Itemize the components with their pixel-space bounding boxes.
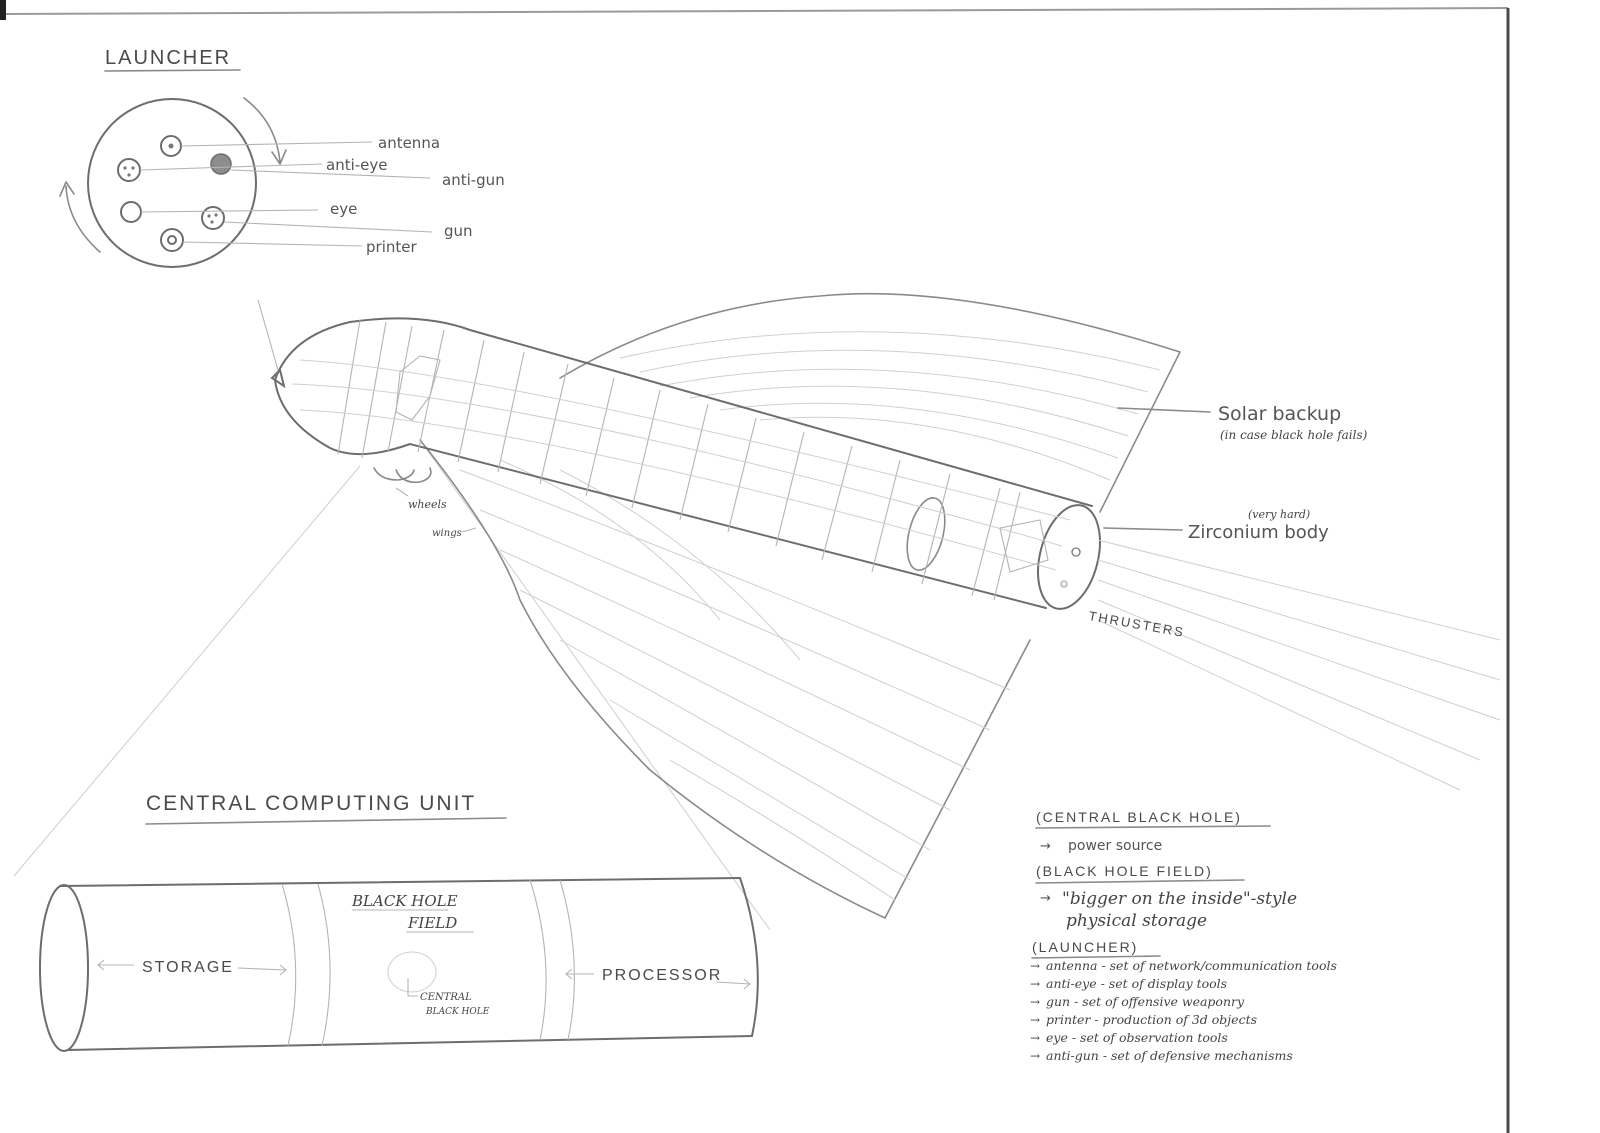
launcher-title: LAUNCHER — [105, 47, 231, 69]
legend-central-black-hole-desc: power source — [1068, 838, 1162, 854]
label-zirconium-body: Zirconium body — [1188, 522, 1329, 543]
solar-backup-leader — [1117, 407, 1211, 413]
label-wings: wings — [432, 528, 462, 539]
legend-launcher-heading: (LAUNCHER) — [1032, 939, 1138, 955]
label-printer: printer — [366, 238, 417, 256]
svg-text:→: → — [1030, 995, 1040, 1009]
label-solar-backup: Solar backup — [1218, 403, 1341, 425]
legend-launcher-item: eye - set of observation tools — [1046, 1030, 1228, 1045]
rotate-arrowhead-cw — [271, 149, 287, 165]
ccu-title-underline — [145, 817, 507, 825]
lower-wing — [419, 439, 1031, 919]
legend-launcher-item: printer - production of 3d objects — [1046, 1012, 1257, 1027]
legend-launcher-item: antenna - set of network/communication t… — [1046, 958, 1337, 973]
fuselage-bottom — [274, 379, 1047, 609]
gun-port — [201, 206, 225, 230]
legend-launcher-list: → antenna - set of network/communication… — [1030, 958, 1337, 1063]
rotate-arrow-cw — [243, 97, 281, 163]
cylinder-top — [59, 877, 741, 887]
legend-notes: (CENTRAL BLACK HOLE) → power source (BLA… — [1030, 809, 1337, 1063]
anti-gun-port — [210, 153, 232, 175]
svg-text:→: → — [1030, 1031, 1040, 1045]
cylinder-bottom — [67, 1035, 753, 1051]
label-antenna: antenna — [378, 134, 440, 152]
cockpit-block — [395, 355, 441, 421]
lower-wing-hatching — [459, 459, 1011, 901]
wheel — [373, 467, 415, 481]
central-black-hole — [387, 951, 437, 993]
ccu-central-black-hole-line1: CENTRAL — [420, 992, 472, 1003]
svg-text:→: → — [1040, 891, 1051, 906]
svg-text:→: → — [1030, 959, 1040, 973]
upper-wing-hatching — [619, 331, 1161, 481]
label-very-hard: (very hard) — [1248, 508, 1310, 521]
rotate-arrow-ccw — [65, 185, 101, 253]
upper-wing — [559, 292, 1181, 513]
rear-block — [999, 519, 1049, 573]
printer-port — [160, 228, 184, 252]
ccu-black-hole-field-line2: FIELD — [407, 914, 457, 932]
launcher-title-underline — [104, 69, 241, 72]
launcher-diagram: LAUNCHER antenna anti-eye anti-gun eye g… — [59, 47, 505, 371]
fuselage-longitudinal-lines — [291, 359, 1071, 571]
launcher-disc — [87, 98, 257, 268]
zirconium-leader — [1103, 527, 1183, 531]
cylinder-left-end — [39, 884, 89, 1052]
nose-tip — [270, 368, 286, 389]
legend-launcher-item: anti-gun - set of defensive mechanisms — [1046, 1048, 1293, 1063]
thruster-nozzle — [1071, 547, 1081, 557]
legend-black-hole-field-heading: (BLACK HOLE FIELD) — [1036, 863, 1213, 879]
ccu-storage-label: STORAGE — [142, 959, 234, 976]
launcher-leader-lines — [139, 141, 433, 247]
launcher-pointer-line — [257, 299, 279, 371]
rotate-arrowhead-ccw — [59, 181, 75, 197]
cylinder-right-end — [739, 877, 759, 1037]
fuselage-top — [274, 317, 1093, 507]
construction-line — [13, 465, 361, 877]
legend-black-hole-field-desc-1: "bigger on the inside"-style — [1062, 889, 1297, 909]
svg-text:→: → — [1030, 1013, 1040, 1027]
label-gun: gun — [444, 222, 473, 240]
label-anti-eye: anti-eye — [326, 156, 388, 174]
thruster-end — [1037, 504, 1101, 610]
label-anti-gun: anti-gun — [442, 171, 505, 189]
legend-black-hole-field-desc-2: physical storage — [1066, 911, 1207, 931]
ccu-central-black-hole-line2: BLACK HOLE — [425, 1007, 490, 1017]
ccu-processor-label: PROCESSOR — [602, 967, 722, 984]
ccu-title: CENTRAL COMPUTING UNIT — [146, 792, 476, 815]
legend-launcher-item: gun - set of offensive weaponry — [1046, 994, 1245, 1009]
label-wheels: wheels — [408, 498, 447, 511]
legend-central-black-hole-heading: (CENTRAL BLACK HOLE) — [1036, 809, 1242, 825]
svg-text:→: → — [1030, 1049, 1040, 1063]
svg-text:→: → — [1030, 977, 1040, 991]
ccu-black-hole-field-line1: BLACK HOLE — [351, 892, 458, 910]
label-eye: eye — [330, 200, 357, 218]
fuselage-segment-lines — [337, 319, 1021, 601]
label-solar-backup-note: (in case black hole fails) — [1220, 428, 1368, 442]
thruster-exhaust — [1097, 539, 1501, 791]
central-computing-unit: CENTRAL COMPUTING UNIT STORAGE BLACK HOL… — [39, 792, 759, 1052]
divider-storage — [281, 883, 297, 1047]
svg-text:→: → — [1040, 839, 1051, 854]
divider-processor — [529, 879, 547, 1041]
legend-launcher-item: anti-eye - set of display tools — [1046, 976, 1227, 991]
